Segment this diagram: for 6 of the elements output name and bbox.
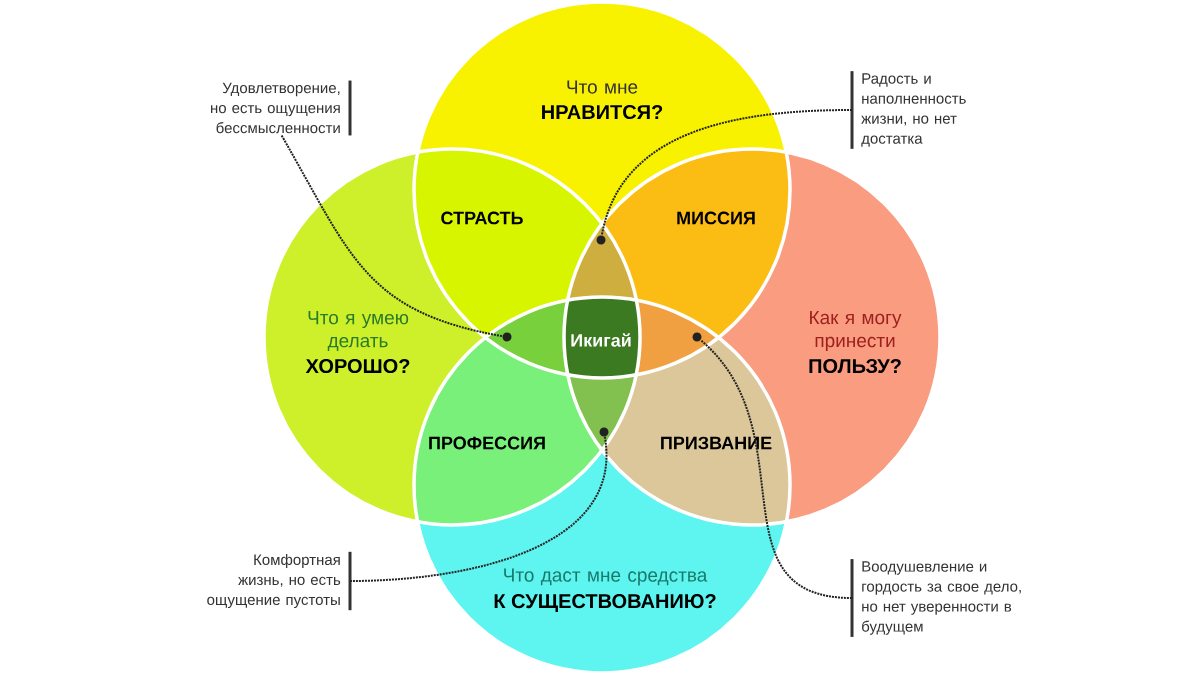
callout: Удовлетворение, но есть ощущения бессмысленности (211, 80, 352, 136)
callout: Воодушевление и гордость за свое дело, но нет уверенности в будущем (850, 559, 1021, 637)
callout: Комфортная жизнь, но есть ощущение пустоты (207, 551, 352, 611)
leader-line (280, 134, 504, 338)
leader-line (699, 339, 853, 599)
callout: Радость и наполненность жизни, но нет достатка (850, 71, 966, 149)
